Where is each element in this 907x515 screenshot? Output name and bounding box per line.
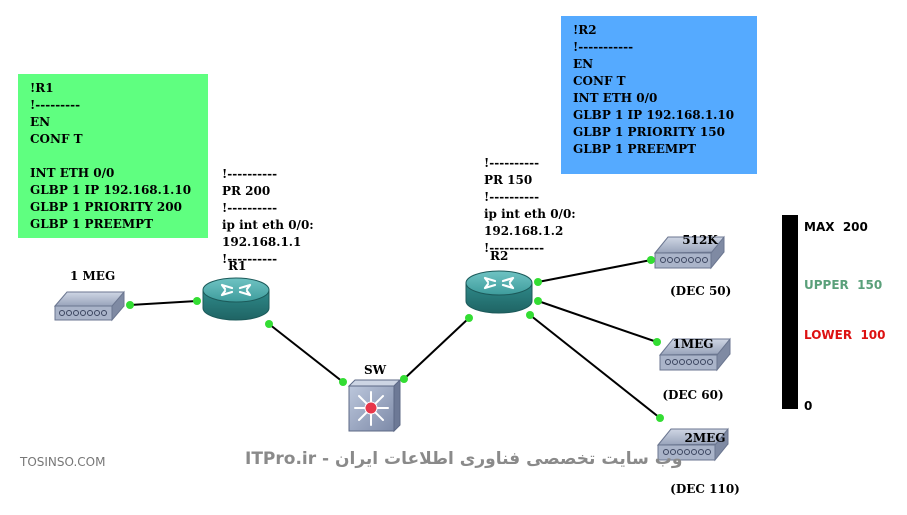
r2-config-line: !---------- (484, 156, 540, 170)
host-top-right[interactable] (653, 235, 725, 270)
scale-zero-label: 0 (804, 399, 813, 413)
host-mid-right-label: 1MEG (DEC 60) (661, 302, 725, 421)
r1-interface-config: !---------- PR 200 !---------- ip int eth 0… (222, 166, 314, 268)
r1-config-line: !---------- (222, 201, 278, 215)
note-r1-line: !--------- (30, 98, 81, 112)
note-r1-line: CONF T (30, 132, 83, 146)
note-r1-line (30, 148, 196, 165)
note-r2-line: GLBP 1 IP 192.168.1.10 (573, 108, 735, 122)
host-left-label: 1 MEG (70, 269, 116, 283)
note-r2-line: !----------- (573, 40, 634, 54)
r2-config-line: !----------- (484, 241, 545, 255)
router-arrows-icon (483, 276, 515, 290)
link-r1-sw (268, 323, 344, 383)
host-bottom-right-bandwidth: 2MEG (684, 431, 726, 445)
r2-interface-config: !---------- PR 150 !---------- ip int eth 0… (484, 155, 576, 257)
link-r2-host-bottom-right (529, 314, 661, 419)
host-top-right-delay: (DEC 50) (670, 284, 732, 298)
link-r2-host-mid-right (537, 300, 658, 343)
note-r1-line: GLBP 1 PRIORITY 200 (30, 200, 182, 214)
r2-label: R2 (490, 249, 509, 263)
scale-max-label: MAX 200 (804, 220, 868, 234)
router-r1[interactable] (202, 277, 270, 321)
link-r2-host-top-right (537, 259, 652, 283)
link-host-left-r1 (129, 300, 198, 306)
r1-config-line: PR 200 (222, 184, 271, 198)
host-left[interactable] (53, 290, 125, 322)
router-r2[interactable] (465, 270, 533, 314)
host-bottom-right-delay: (DEC 110) (670, 482, 740, 496)
host-top-right-label: 512K (DEC 50) (670, 198, 732, 317)
link-sw-r2 (403, 317, 470, 380)
link-endpoints (126, 256, 664, 422)
watermark-center: ITPro.ir - وب سایت تخصصی فناوری اطلاعات … (245, 449, 683, 469)
scale-upper-label: UPPER 150 (804, 278, 883, 292)
r1-config-line: !---------- (222, 167, 278, 181)
router-arrows-icon (220, 283, 252, 297)
host-bottom-right[interactable] (656, 427, 729, 462)
host-mid-right-delay: (DEC 60) (662, 388, 724, 402)
r1-config-line: !---------- (222, 252, 278, 266)
note-r2-line: GLBP 1 PREEMPT (573, 142, 697, 156)
scale-lower-label: LOWER 100 (804, 328, 886, 342)
watermark-left: TOSINSO.COM (20, 455, 106, 469)
note-r2-line: EN (573, 57, 594, 71)
r1-config-line: 192.168.1.1 (222, 235, 302, 249)
r1-label: R1 (228, 259, 247, 273)
r2-config-line: ip int eth 0/0: (484, 207, 576, 221)
r2-config-line: PR 150 (484, 173, 533, 187)
note-r1-line: !R1 (30, 81, 54, 95)
topology-diagram (53, 235, 731, 462)
note-r1-line: EN (30, 115, 51, 129)
note-r2-line: !R2 (573, 23, 597, 37)
host-mid-right[interactable] (658, 337, 731, 372)
note-r1-line: GLBP 1 IP 192.168.1.10 (30, 183, 192, 197)
note-r1-line: GLBP 1 PREEMPT (30, 217, 154, 231)
r2-config-line: !---------- (484, 190, 540, 204)
host-top-right-bandwidth: 512K (682, 233, 718, 247)
note-r2-line: INT ETH 0/0 (573, 91, 658, 105)
r1-config-line: ip int eth 0/0: (222, 218, 314, 232)
note-r1-line: INT ETH 0/0 (30, 166, 115, 180)
switch-sw[interactable] (347, 378, 402, 433)
host-mid-right-bandwidth: 1MEG (672, 337, 714, 351)
r2-config-line: 192.168.1.2 (484, 224, 564, 238)
sw-label: SW (364, 363, 387, 377)
links (129, 259, 661, 419)
priority-scale-bar (782, 215, 798, 409)
note-r2-line: GLBP 1 PRIORITY 150 (573, 125, 725, 139)
note-r2-line: CONF T (573, 74, 626, 88)
